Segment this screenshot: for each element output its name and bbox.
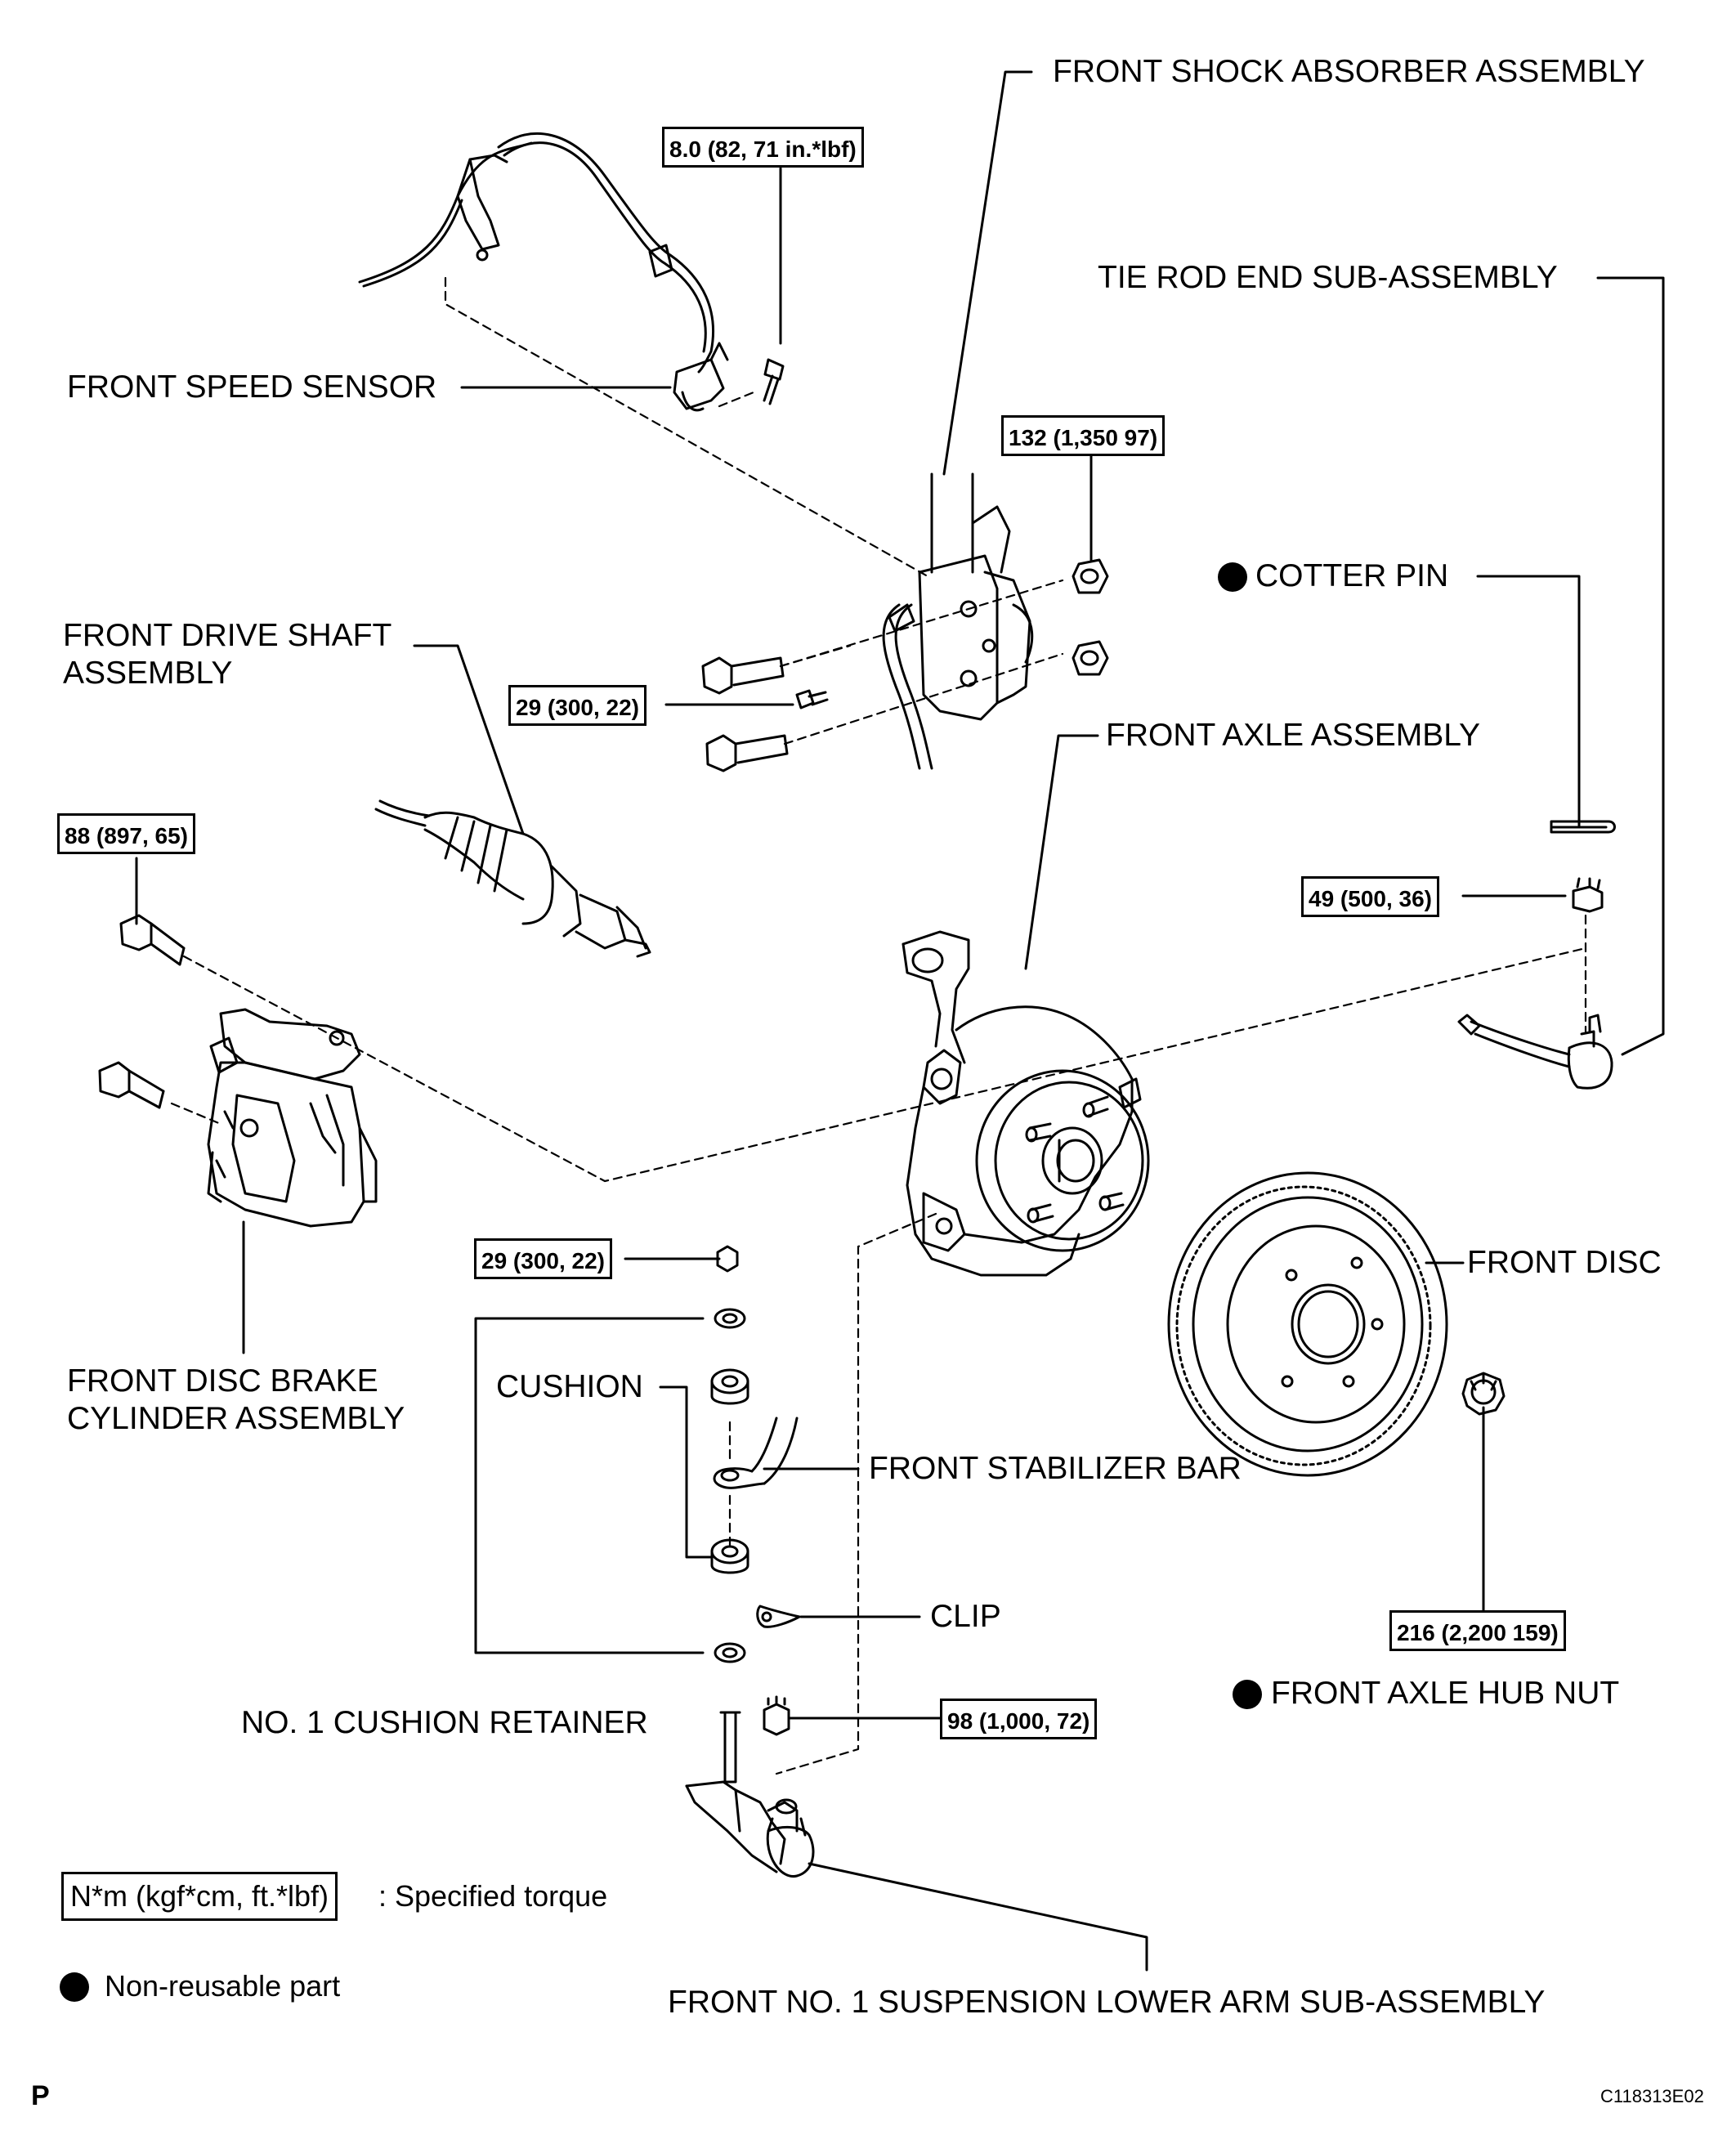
front-disc xyxy=(1167,1171,1448,1477)
page-letter: P xyxy=(31,2080,50,2111)
legend-nonreusable-text: Non-reusable part xyxy=(105,1969,341,2003)
tie-rod-end xyxy=(1457,820,1616,1090)
label-front-disc-brake-line2: CYLINDER ASSEMBLY xyxy=(67,1401,405,1436)
torque-shock-nut: 132 (1,350 97) xyxy=(1001,415,1166,456)
label-front-drive-shaft-line2: ASSEMBLY xyxy=(63,656,233,691)
legend-torque-box: N*m (kgf*cm, ft.*lbf) xyxy=(61,1872,338,1921)
label-front-disc-brake-line1: FRONT DISC BRAKE xyxy=(67,1363,378,1399)
label-clip: CLIP xyxy=(930,1599,1001,1634)
speed-sensor-harness xyxy=(358,132,729,412)
figure-code: C118313E02 xyxy=(1600,2086,1704,2106)
label-cotter-pin: COTTER PIN xyxy=(1255,558,1449,593)
dashed-lines xyxy=(170,276,1587,1775)
legend-torque-text: : Specified torque xyxy=(378,1879,608,1913)
torque-stabilizer-nut: 29 (300, 22) xyxy=(474,1238,612,1279)
label-no1-cushion-retainer: NO. 1 CUSHION RETAINER xyxy=(241,1705,648,1740)
label-front-shock-absorber: FRONT SHOCK ABSORBER ASSEMBLY xyxy=(1053,54,1645,89)
label-front-disc: FRONT DISC xyxy=(1467,1245,1662,1280)
label-cushion: CUSHION xyxy=(496,1369,643,1404)
label-front-stabilizer-bar: FRONT STABILIZER BAR xyxy=(869,1451,1242,1486)
lower-arm xyxy=(685,1695,815,1878)
label-front-drive-shaft-line1: FRONT DRIVE SHAFT xyxy=(63,618,392,653)
torque-tie-rod-nut: 49 (500, 36) xyxy=(1301,876,1439,917)
label-tie-rod-end: TIE ROD END SUB-ASSEMBLY xyxy=(1098,260,1558,295)
torque-speed-sensor-bolt: 8.0 (82, 71 in.*lbf) xyxy=(662,127,864,168)
steering-knuckle xyxy=(902,930,1150,1277)
torque-flexhose-bolt: 29 (300, 22) xyxy=(508,685,647,726)
stabilizer-stack xyxy=(710,1245,801,1663)
label-lower-arm: FRONT NO. 1 SUSPENSION LOWER ARM SUB-ASS… xyxy=(668,1985,1546,2020)
leader-lines xyxy=(135,70,1665,1972)
drive-shaft xyxy=(374,799,651,958)
speed-sensor-bolt xyxy=(763,358,785,405)
hub-nut xyxy=(1461,1372,1506,1416)
torque-hub-nut: 216 (2,200 159) xyxy=(1389,1610,1566,1651)
label-front-axle-assembly: FRONT AXLE ASSEMBLY xyxy=(1106,718,1481,753)
shock-absorber-lower xyxy=(882,472,1034,770)
caliper-bolts xyxy=(98,914,186,1109)
nonreusable-marker-icon xyxy=(1233,1680,1262,1709)
strut-bolts xyxy=(701,656,829,772)
label-front-axle-hub-nut: FRONT AXLE HUB NUT xyxy=(1271,1676,1620,1711)
nonreusable-marker-icon xyxy=(1218,562,1247,592)
shock-nuts xyxy=(1072,558,1109,676)
legend-nonreusable-icon xyxy=(60,1972,89,2002)
label-front-speed-sensor: FRONT SPEED SENSOR xyxy=(67,369,437,405)
brake-caliper xyxy=(207,1008,378,1228)
torque-caliper-bolt: 88 (897, 65) xyxy=(57,813,195,854)
torque-ball-joint-nut: 98 (1,000, 72) xyxy=(940,1699,1098,1739)
